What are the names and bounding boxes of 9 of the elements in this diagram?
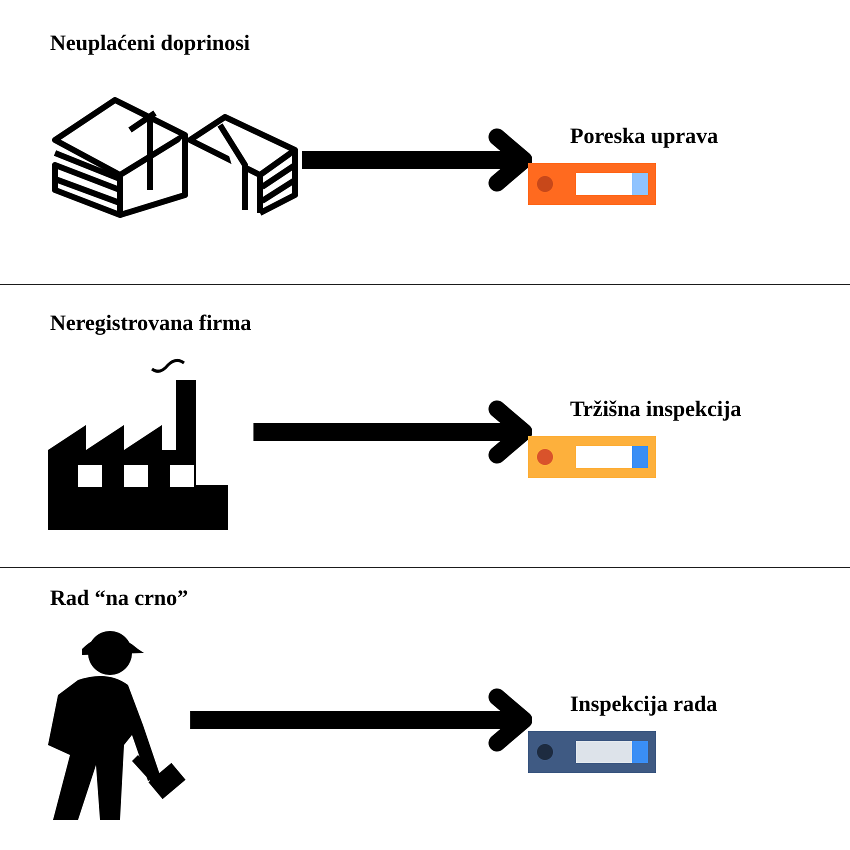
agency-label: Inspekcija rada (570, 691, 718, 717)
arrow (302, 128, 532, 192)
heading: Rad “na crno” (50, 585, 188, 611)
heading: Neregistrovana firma (50, 310, 252, 336)
heading: Neuplaćeni doprinosi (50, 30, 250, 56)
arrow (253, 400, 532, 464)
agency-label: Tržišna inspekcija (570, 396, 742, 422)
agency-label: Poreska uprava (570, 123, 718, 149)
arrow (190, 688, 532, 752)
